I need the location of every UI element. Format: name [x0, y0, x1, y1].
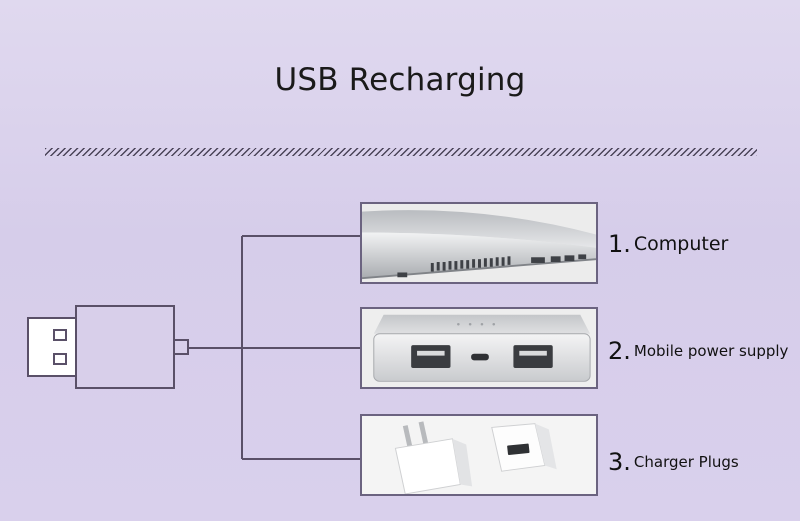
- wall-charger-icon: [362, 416, 596, 494]
- item-label-charger-plugs: 3.Charger Plugs: [608, 448, 739, 476]
- item-number: 2.: [608, 337, 631, 365]
- power-bank-photo: [360, 307, 598, 389]
- laptop-photo: [360, 202, 598, 284]
- item-label-mobile-power-supply: 2.Mobile power supply: [608, 337, 788, 365]
- item-number: 3.: [608, 448, 631, 476]
- connector-lines: [188, 235, 360, 460]
- usb-plug-icon: [27, 305, 189, 389]
- laptop-icon: [362, 204, 596, 282]
- item-number: 1.: [608, 230, 631, 258]
- charger-photo: [360, 414, 598, 496]
- item-text: Computer: [633, 233, 729, 255]
- item-text: Charger Plugs: [633, 453, 739, 471]
- page-title: USB Recharging: [274, 62, 526, 98]
- item-label-computer: 1.Computer: [608, 230, 728, 258]
- item-text: Mobile power supply: [633, 342, 789, 360]
- dashed-divider: [45, 148, 757, 156]
- power-bank-icon: [362, 309, 596, 387]
